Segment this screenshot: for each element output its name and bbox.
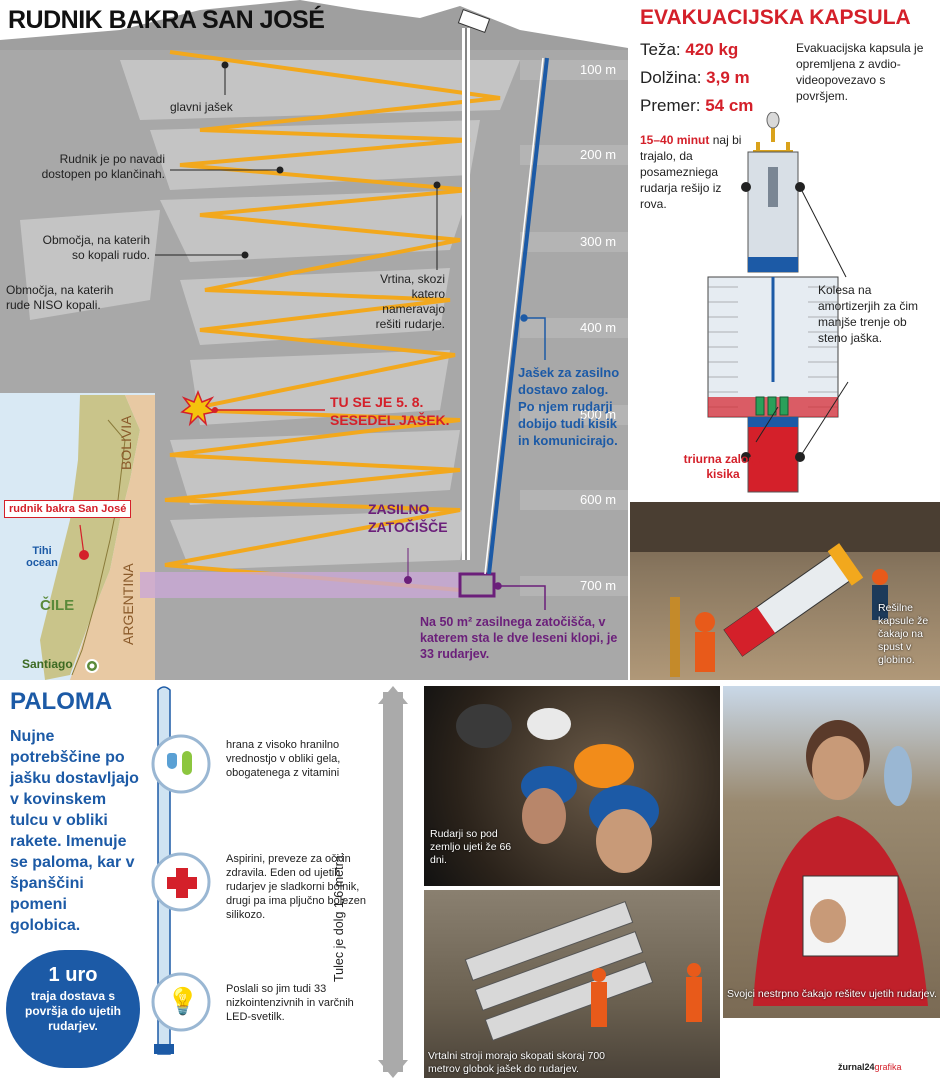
ocean-label: Tihi ocean [26,545,58,569]
av-note: Evakuacijska kapsula je opremljena z avd… [796,41,924,103]
shelter-label: ZASILNO ZATOČIŠČE [368,501,448,535]
woman-photo-illustration [753,720,928,1006]
depth-label: 600 m [580,492,617,507]
mine-diagram [0,0,628,680]
woman-photo-caption: Svojci nestrpno čakajo rešitev ujetih ru… [727,988,937,1000]
spec-weight: Teža: 420 kg [640,40,739,59]
capsule-photo-illustration [630,502,940,677]
light-bulb-icon: 💡 [166,986,200,1016]
tube-length-label: Tulec je dolg 1,6 metra. [332,851,346,982]
mined-areas-label: Območja, na katerih so kopali rudo. [42,233,150,262]
bolivia-label: BOLIVIA [118,415,134,470]
depth-label: 300 m [580,234,617,249]
borehole-label: Vrtina, skozi katero nameravajo rešiti r… [375,272,445,331]
ramps-label: Rudnik je po navadi dostopen po klančina… [41,152,165,181]
paloma-panel: PALOMA Nujne potrebščine po jašku dostav… [0,682,422,1081]
oxygen-note: triurna zaloga kisika [683,452,763,481]
capital-label: Santiago [22,657,73,671]
depth-label: 100 m [580,62,617,77]
miners-photo-illustration [456,704,659,873]
supply-shaft-label: Jašek za zasilno dostavo zalog. Po njem … [518,365,620,448]
footer-brand: žurnal24grafika [838,1062,902,1072]
capsule-panel: EVAKUACIJSKA KAPSULA Teža: 420 kg Dolžin… [628,0,940,500]
not-mined-areas-label: Območja, na katerih rude NISO kopali. [6,283,114,312]
red-cross-icon [165,866,199,900]
mine-cross-section: RUDNIK BAKRA SAN JOSÉ 100 m 200 m 300 m … [0,0,628,680]
paloma-item-led: Poslali so jim tudi 33 nizkointenzivnih … [226,983,354,1023]
spec-diameter: Premer: 54 cm [640,96,754,115]
paloma-description: Nujne potrebščine po jašku dostavljajo v… [10,728,139,934]
mine-location-label: rudnik bakra San José [4,500,132,518]
miners-photo-caption: Rudarji so pod zemljo ujeti že 66 dni. [430,828,512,866]
drills-photo-caption: Vrtalni stroji morajo skopati skoraj 700… [428,1050,606,1075]
capsule-title: EVAKUACIJSKA KAPSULA [640,6,911,29]
capsule-illustration [707,112,849,493]
miners-photo: Rudarji so pod zemljo ujeti že 66 dni. [424,686,720,886]
capsule-photo-caption: Rešilne kapsule že čakajo na spust v glo… [878,602,929,666]
capsule-photo: Rešilne kapsule že čakajo na spust v glo… [630,502,940,680]
spec-length: Dolžina: 3,9 m [640,68,750,87]
paloma-item-food: hrana z visoko hranilno vrednostjo v obl… [226,739,341,779]
paloma-item-medicine: Aspirini, preveze za oči in zdravila. Ed… [226,853,367,921]
depth-label: 700 m [580,578,617,593]
capsules-icon [163,751,199,777]
depth-label: 400 m [580,320,617,335]
argentina-label: ARGENTINA [120,563,136,645]
time-note: 15–40 minut naj bi trajalo, da posamezni… [640,133,742,211]
mine-title: RUDNIK BAKRA SAN JOSÉ [8,6,325,34]
delivery-time-badge: 1 uro traja dostava s površja do ujetih … [6,950,140,1068]
depth-label: 200 m [580,147,617,162]
wheels-note: Kolesa na amortizerjih za čim manjše tre… [818,283,919,345]
paloma-title: PALOMA [10,688,113,715]
drills-photo-illustration [464,900,702,1042]
shelter-note: Na 50 m² zasilnega zatočišča, v katerem … [420,615,618,661]
country-label: ČILE [40,597,75,614]
collapse-label: TU SE JE 5. 8. SESEDEL JAŠEK. [330,394,450,428]
woman-photo: Svojci nestrpno čakajo rešitev ujetih ru… [723,686,940,1018]
main-shaft-label: glavni jašek [170,100,233,114]
drills-photo: Vrtalni stroji morajo skopati skoraj 700… [424,890,720,1078]
delivery-time-note: traja dostava s površja do ujetih rudarj… [24,989,121,1033]
delivery-time-value: 1 uro [48,964,98,986]
depth-label: 500 m [580,407,617,422]
